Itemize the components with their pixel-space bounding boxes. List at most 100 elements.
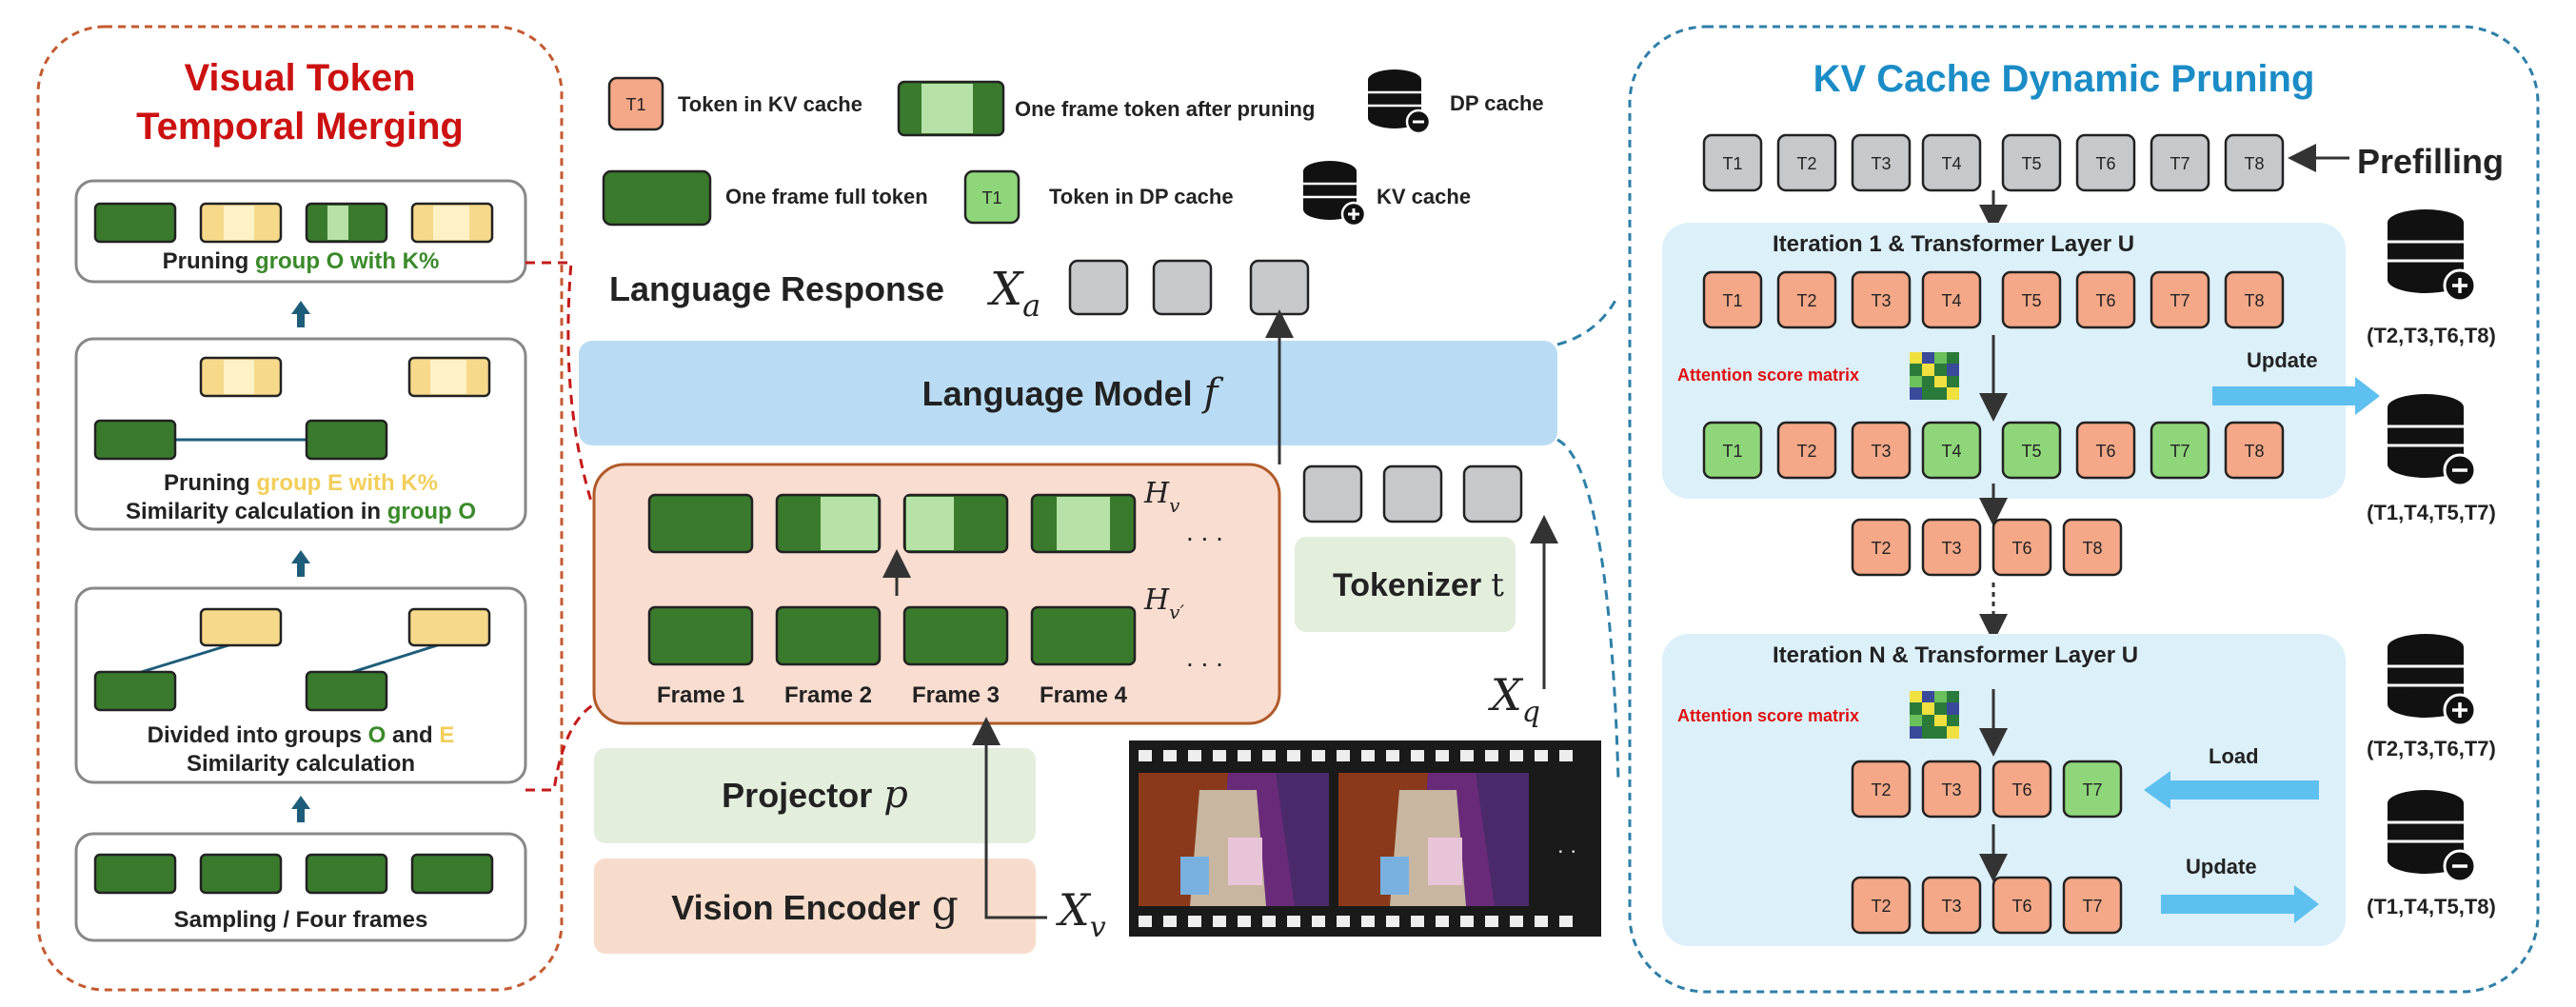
film-dots: . . bbox=[1557, 833, 1576, 859]
left-box2-caption-2: Similarity calculation in group O bbox=[126, 499, 476, 524]
pruned-token-t2: T2 bbox=[1871, 539, 1891, 558]
video-frame-2 bbox=[1338, 773, 1529, 906]
frame-token-4 bbox=[1030, 605, 1137, 666]
legend-frame-after-pruning: One frame token after pruning bbox=[1015, 97, 1315, 121]
prefill-token-t8: T8 bbox=[2244, 154, 2264, 173]
iter1-token-t7: T7 bbox=[2170, 291, 2190, 310]
left-title-line1: Visual Token bbox=[184, 57, 415, 99]
load-arrow bbox=[2144, 771, 2319, 809]
sample-frame-4 bbox=[410, 853, 494, 895]
frame-token-1 bbox=[647, 605, 754, 666]
prefilling-label: Prefilling bbox=[2357, 142, 2504, 181]
attention-label-2: Attention score matrix bbox=[1677, 706, 1859, 725]
hv-dots: . . . bbox=[1186, 517, 1223, 546]
frame-token-full bbox=[93, 202, 177, 244]
right-title: KV Cache Dynamic Pruning bbox=[1813, 58, 2315, 100]
iter1-token-t4: T4 bbox=[1941, 291, 1961, 310]
legend-frame-full-swatch bbox=[602, 169, 712, 227]
iter1b-token-t7: T7 bbox=[2170, 442, 2190, 461]
vision-encoder-box bbox=[594, 859, 1036, 954]
left-connectors bbox=[525, 261, 595, 792]
frame-token-pruned-yellow bbox=[199, 202, 283, 244]
legend-frame-after-pruning-swatch bbox=[897, 80, 1005, 137]
update-label-1: Update bbox=[2247, 348, 2318, 372]
pruned-token-t3: T3 bbox=[1941, 539, 1961, 558]
prefill-token-t5: T5 bbox=[2021, 154, 2041, 173]
iterN-token-t7: T7 bbox=[2082, 780, 2102, 800]
iteration-1-label: Iteration 1 & Transformer Layer U bbox=[1773, 231, 2134, 257]
legend: T1 Token in KV cache One frame token aft… bbox=[602, 69, 1544, 227]
video-film-strip: . . bbox=[1129, 740, 1601, 937]
legend-token-kv-swatch bbox=[607, 76, 664, 131]
up-arrow-3 bbox=[291, 796, 310, 822]
pruned-row: T2 T3 T6 T8 bbox=[1851, 518, 2123, 577]
iterN-row2: T2 T3 T6 T7 bbox=[1851, 876, 2123, 935]
sample-frame-3 bbox=[305, 853, 388, 895]
iter1-token-t3: T3 bbox=[1871, 291, 1891, 310]
prefill-token-t6: T6 bbox=[2095, 154, 2115, 173]
iterN-token-t3: T3 bbox=[1941, 780, 1961, 800]
pruned-token-t8: T8 bbox=[2082, 539, 2102, 558]
dp-cache-contents-1: (T1,T4,T5,T7) bbox=[2367, 501, 2496, 524]
dp-cache-contents-2: (T1,T4,T5,T8) bbox=[2367, 895, 2496, 918]
xq-symbol: Xq bbox=[1488, 669, 1540, 729]
prefill-token-t4: T4 bbox=[1941, 154, 1961, 173]
iterN2-token-t3: T3 bbox=[1941, 897, 1961, 916]
legend-token-dp-swatch bbox=[963, 169, 1020, 225]
iterN2-token-t2: T2 bbox=[1871, 897, 1891, 916]
kv-cache-contents-1: (T2,T3,T6,T8) bbox=[2367, 324, 2496, 347]
frame-label-3: Frame 3 bbox=[912, 682, 1000, 708]
iter1b-token-t8: T8 bbox=[2244, 442, 2264, 461]
video-frame-1 bbox=[1139, 773, 1329, 906]
frame-token-e2 bbox=[407, 607, 491, 647]
hv-frame-2 bbox=[775, 493, 882, 554]
sample-frame-2 bbox=[199, 853, 283, 895]
frame-token-o2b bbox=[305, 670, 388, 712]
xa-symbol: Xa bbox=[986, 263, 1040, 324]
update-label-2: Update bbox=[2186, 855, 2257, 879]
legend-token-kv: Token in KV cache bbox=[678, 92, 862, 116]
iter1-token-t2: T2 bbox=[1796, 291, 1816, 310]
left-title-line2: Temporal Merging bbox=[136, 106, 464, 148]
attention-matrix-icon-2 bbox=[1910, 691, 1959, 739]
left-panel: Visual Token Temporal Merging Pruning gr… bbox=[36, 25, 564, 992]
frame-token-pruned-yellow-2 bbox=[410, 202, 494, 244]
iter1b-token-t6: T6 bbox=[2095, 442, 2115, 461]
legend-frame-full: One frame full token bbox=[725, 185, 928, 208]
response-token-3 bbox=[1249, 259, 1310, 316]
iterN-token-t6: T6 bbox=[2011, 780, 2031, 800]
frame-label-1: Frame 1 bbox=[657, 682, 744, 708]
attention-matrix-icon-1 bbox=[1910, 352, 1959, 400]
kv-cache-icon-iterN bbox=[2388, 634, 2477, 727]
legend-token-dp: Token in DP cache bbox=[1049, 185, 1234, 208]
query-token-1 bbox=[1302, 464, 1363, 523]
frame-token-o2 bbox=[305, 419, 388, 461]
iter1b-token-t4: T4 bbox=[1941, 442, 1961, 461]
prefill-token-t7: T7 bbox=[2170, 154, 2190, 173]
iter1-row2: T1 T2 T3 T4 T5 T6 T7 T8 bbox=[1702, 421, 2285, 480]
left-box4-caption: Sampling / Four frames bbox=[174, 907, 428, 933]
similarity-line-1 bbox=[134, 640, 242, 676]
hv-frame-3 bbox=[902, 493, 1009, 554]
hv2-label: Hv′ bbox=[1143, 583, 1184, 623]
frame-token-e1 bbox=[199, 607, 283, 647]
left-box-sampling: Sampling / Four frames bbox=[74, 832, 527, 942]
sample-frame-1 bbox=[93, 853, 177, 895]
prefill-token-t2: T2 bbox=[1796, 154, 1816, 173]
dp-cache-icon bbox=[1368, 69, 1432, 135]
left-box2-caption-1: Pruning group E with K% bbox=[164, 470, 438, 496]
prefill-row: T1 T2 T3 T4 T5 T6 T7 T8 Prefilling bbox=[1702, 133, 2504, 192]
legend-kv-cache: KV cache bbox=[1377, 185, 1471, 208]
query-token-2 bbox=[1382, 464, 1443, 523]
response-token-1 bbox=[1068, 259, 1129, 316]
iterN-row1: T2 T3 T6 T7 bbox=[1851, 760, 2123, 819]
update-arrow-2 bbox=[2161, 885, 2319, 923]
pruned-token-t6: T6 bbox=[2011, 539, 2031, 558]
kv-cache-icon bbox=[1303, 161, 1367, 227]
hv-frame-4 bbox=[1030, 493, 1137, 554]
right-panel: KV Cache Dynamic Pruning T1 T2 T3 T4 T5 … bbox=[1628, 25, 2540, 994]
iterN2-token-t6: T6 bbox=[2011, 897, 2031, 916]
iter1b-token-t2: T2 bbox=[1796, 442, 1816, 461]
